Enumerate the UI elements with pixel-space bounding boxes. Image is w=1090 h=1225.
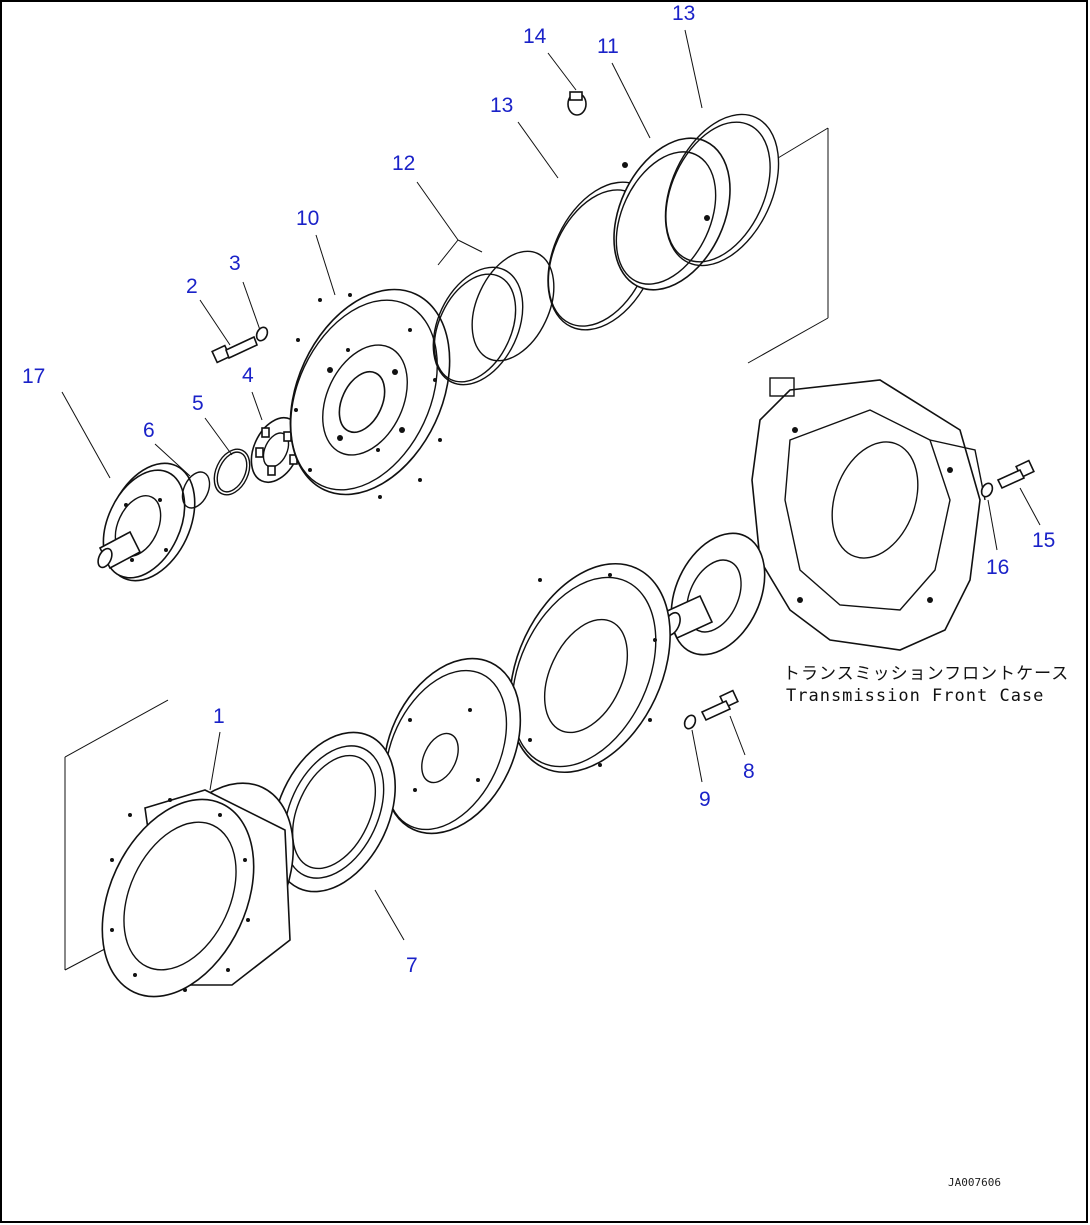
caption-japanese: トランスミッションフロントケース xyxy=(783,664,1069,684)
callout-7: 7 xyxy=(406,954,418,977)
part-9-washer xyxy=(683,714,697,730)
callout-8: 8 xyxy=(743,760,755,783)
part-1-drum-housing xyxy=(101,782,295,998)
pump-disc xyxy=(509,562,671,774)
part-16-washer xyxy=(980,482,994,498)
callout-3: 3 xyxy=(229,252,241,275)
callout-11: 11 xyxy=(597,35,619,58)
callout-10: 10 xyxy=(296,207,319,230)
part-14-plug xyxy=(567,91,587,116)
part-2-bolt xyxy=(211,335,259,364)
turbine xyxy=(382,657,522,835)
callout-15: 15 xyxy=(1032,529,1055,552)
callout-12: 12 xyxy=(392,152,415,175)
part-13-ring-upper xyxy=(664,113,780,267)
callout-1: 1 xyxy=(213,705,225,728)
part-17-input-gear xyxy=(97,462,196,582)
callout-13a: 13 xyxy=(490,94,513,117)
leader-lines xyxy=(61,29,1041,971)
part-6-snap-ring xyxy=(181,471,211,509)
transmission-front-case xyxy=(751,377,986,651)
callout-numbers: 1 2 3 4 5 6 7 8 9 10 11 12 13 13 14 15 1… xyxy=(22,2,1055,977)
callout-16: 16 xyxy=(986,556,1009,579)
callout-2: 2 xyxy=(186,275,198,298)
part-8-bolt xyxy=(700,689,739,722)
callout-17: 17 xyxy=(22,365,45,388)
part-4-bearing xyxy=(250,417,302,483)
part-7-friction-plate xyxy=(272,731,396,893)
callout-5: 5 xyxy=(192,392,204,415)
callout-14: 14 xyxy=(523,25,547,48)
drawing-code: JA007606 xyxy=(948,1176,1001,1189)
part-3-washer xyxy=(255,326,269,342)
part-5-snap-ring xyxy=(213,448,251,496)
callout-6: 6 xyxy=(143,419,155,442)
callout-4: 4 xyxy=(242,364,254,387)
part-10-flange-plate xyxy=(289,288,451,499)
caption-english: Transmission Front Case xyxy=(786,686,1044,706)
callout-9: 9 xyxy=(699,788,711,811)
part-15-bolt xyxy=(996,459,1035,490)
part-12-seal-rings xyxy=(432,250,555,386)
part-11-piston xyxy=(613,137,731,291)
callout-13b: 13 xyxy=(672,2,695,25)
